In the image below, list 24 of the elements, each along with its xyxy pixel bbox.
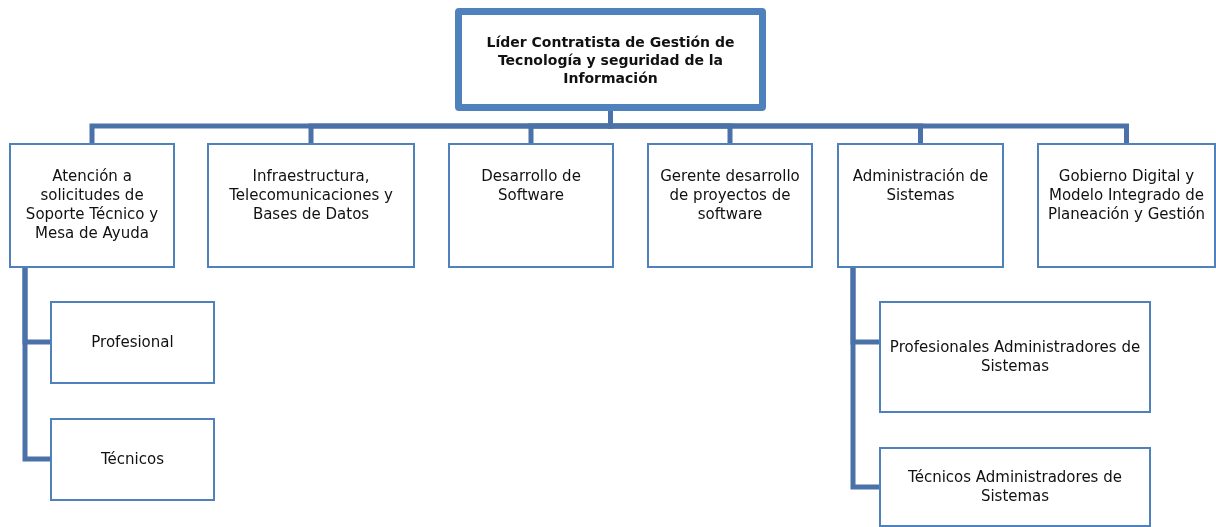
org-box <box>50 301 215 384</box>
box-label: Infraestructura, Telecomunicaciones y Bases de Datos <box>228 167 394 224</box>
org-box <box>448 143 614 268</box>
box-label: Atención a solicitudes de Soporte Técnico y Mesa de Ayuda <box>24 167 160 243</box>
title-box <box>455 8 766 111</box>
box-label: Gobierno Digital y Modelo Integrado de Planeación y Gestión <box>1046 167 1207 224</box>
org-box <box>9 143 175 268</box>
org-box <box>879 301 1151 413</box>
box-label: Técnicos <box>100 450 165 469</box>
box-label: Profesionales Administradores de Sistemas <box>888 338 1142 376</box>
box-label: Gerente desarrollo de proyectos de software <box>659 167 801 224</box>
box-label: Profesional <box>90 333 175 352</box>
box-label: Líder Contratista de Gestión de Tecnología y seguridad de la Información <box>485 32 736 87</box>
org-box <box>1037 143 1216 268</box>
org-box <box>837 143 1004 268</box>
box-label: Técnicos Administradores de Sistemas <box>907 468 1123 506</box>
org-box <box>879 447 1151 527</box>
org-box <box>50 418 215 501</box>
connector-line <box>22 268 50 462</box>
box-label: Desarrollo de Software <box>480 167 582 205</box>
org-box <box>207 143 415 268</box>
box-label: Administración de Sistemas <box>851 167 990 205</box>
connector-line <box>850 268 879 490</box>
org-box <box>647 143 813 268</box>
